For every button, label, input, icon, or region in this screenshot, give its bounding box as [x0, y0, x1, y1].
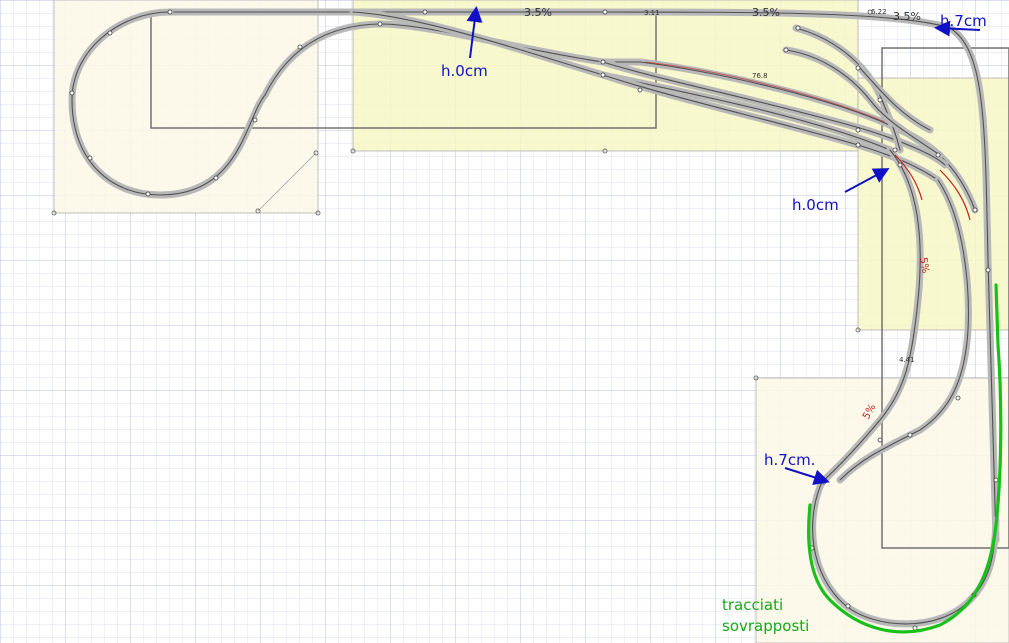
- overlap-highlight: [807, 283, 1003, 634]
- measurement-label: 3.11: [644, 9, 660, 17]
- grade-label: 3.5%: [893, 10, 921, 23]
- height-label: h.7cm: [940, 12, 987, 30]
- board-corner: [313, 150, 319, 156]
- measurement-label: 4.41: [899, 356, 915, 364]
- board-corner: [350, 148, 356, 154]
- track-rail: [821, 149, 921, 483]
- track-rail: [785, 49, 941, 156]
- track-rail: [859, 67, 931, 131]
- height-label: h.0cm: [441, 62, 488, 80]
- height-label: h.0cm: [792, 196, 839, 214]
- measurement-label: 6.22: [871, 8, 887, 16]
- overlap-label: sovrapposti: [722, 617, 809, 635]
- board-corner: [315, 210, 321, 216]
- guide-line: [257, 152, 317, 212]
- board-corner: [753, 375, 759, 381]
- track-rail: [795, 27, 901, 151]
- measurement-label: 76.8: [752, 72, 768, 80]
- track-rail: [602, 74, 939, 181]
- grade-marker-red: [644, 61, 886, 123]
- grade-label-red: 5%: [917, 257, 931, 275]
- arrow-icon: [934, 20, 981, 37]
- board-corner: [51, 210, 57, 216]
- grade-marker-red: [894, 154, 923, 201]
- grade-marker-red: [939, 169, 971, 221]
- track-rail: [602, 61, 946, 166]
- arrow-icon: [844, 168, 890, 193]
- grade-label: 3.5%: [524, 6, 552, 19]
- track-rail: [812, 481, 997, 625]
- height-label: h.7cm.: [764, 451, 815, 469]
- baseboard-left: [53, 0, 319, 214]
- board-corner: [602, 148, 608, 154]
- overlap-label: tracciati: [722, 596, 783, 614]
- arrow-icon: [466, 6, 483, 59]
- track-rail: [839, 179, 969, 481]
- board-corner: [255, 208, 261, 214]
- grade-label: 3.5%: [752, 6, 780, 19]
- arrow-icon: [784, 467, 830, 485]
- frame-right: [881, 47, 1009, 549]
- track-rail: [71, 11, 604, 196]
- track-rail: [602, 61, 976, 211]
- board-corner: [855, 327, 861, 333]
